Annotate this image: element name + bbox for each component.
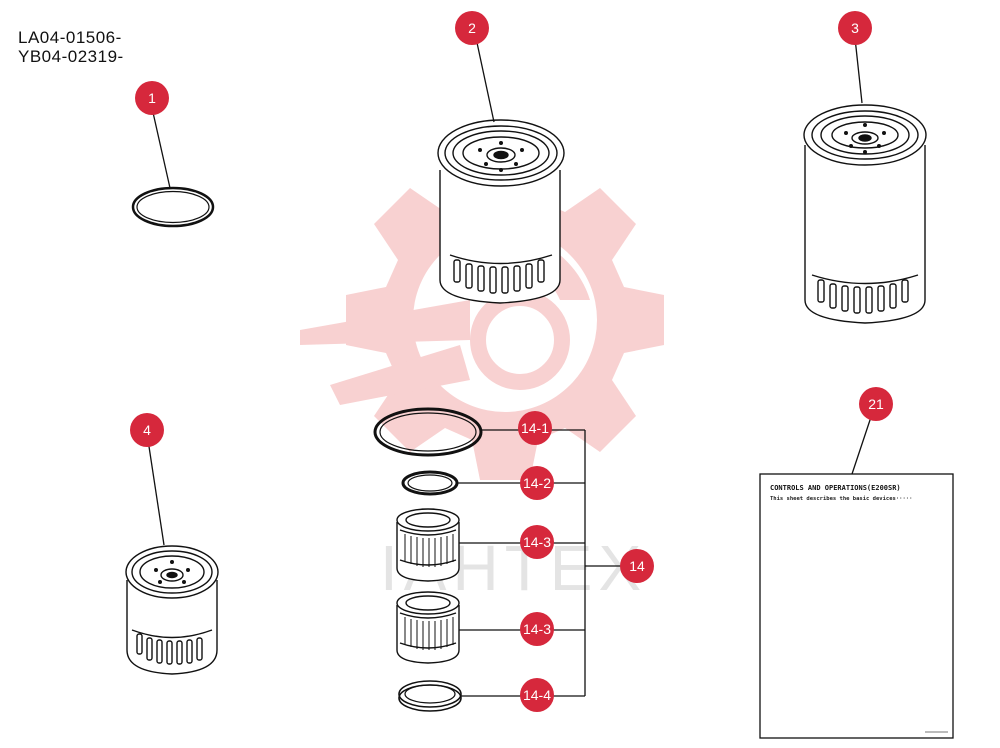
part-1-o-ring bbox=[131, 186, 215, 228]
document-subtitle: This sheet describes the basic devices··… bbox=[770, 496, 912, 502]
part-14-3-element-lower bbox=[396, 591, 460, 664]
part-code-block: LA04-01506- YB04-02319- bbox=[18, 28, 124, 66]
svg-text:14-2: 14-2 bbox=[523, 475, 551, 491]
callout-21[interactable]: 21 bbox=[859, 387, 893, 421]
part-14-2-o-ring bbox=[401, 470, 459, 496]
svg-text:14: 14 bbox=[629, 558, 645, 574]
callout-3[interactable]: 3 bbox=[838, 11, 872, 45]
leader-line-2 bbox=[475, 37, 495, 123]
part-14-1-o-ring bbox=[373, 407, 483, 457]
callout-14-4[interactable]: 14-4 bbox=[520, 678, 554, 712]
part-21-document-sheet: CONTROLS AND OPERATIONS(E200SR) This she… bbox=[759, 473, 954, 739]
svg-text:3: 3 bbox=[851, 20, 859, 36]
svg-text:14-4: 14-4 bbox=[523, 687, 551, 703]
svg-text:2: 2 bbox=[468, 20, 476, 36]
callout-14-2[interactable]: 14-2 bbox=[520, 466, 554, 500]
callout-2[interactable]: 2 bbox=[455, 11, 489, 45]
part-14-3-element-upper bbox=[396, 508, 460, 582]
svg-text:14-1: 14-1 bbox=[521, 420, 549, 436]
leader-line-1 bbox=[151, 107, 171, 189]
part-2-filter-cartridge bbox=[437, 119, 565, 304]
part-code-line-2: YB04-02319- bbox=[18, 47, 124, 66]
part-4-filter-cartridge bbox=[125, 545, 219, 675]
callout-14[interactable]: 14 bbox=[620, 549, 654, 583]
callout-14-3-lower[interactable]: 14-3 bbox=[520, 612, 554, 646]
svg-text:14-3: 14-3 bbox=[523, 534, 551, 550]
part-code-line-1: LA04-01506- bbox=[18, 28, 122, 47]
part-3-filter-cartridge bbox=[803, 104, 927, 324]
callout-14-1[interactable]: 14-1 bbox=[518, 411, 552, 445]
document-title: CONTROLS AND OPERATIONS(E200SR) bbox=[770, 484, 901, 492]
callout-4[interactable]: 4 bbox=[130, 413, 164, 447]
part-14-4-seal-ring bbox=[398, 680, 462, 712]
leader-line-21 bbox=[851, 413, 873, 475]
svg-text:21: 21 bbox=[868, 396, 884, 412]
leader-line-3 bbox=[854, 37, 863, 104]
leader-line-4 bbox=[147, 439, 165, 546]
callout-1[interactable]: 1 bbox=[135, 81, 169, 115]
svg-text:1: 1 bbox=[148, 90, 156, 106]
svg-text:14-3: 14-3 bbox=[523, 621, 551, 637]
svg-text:4: 4 bbox=[143, 422, 151, 438]
callout-14-3-upper[interactable]: 14-3 bbox=[520, 525, 554, 559]
